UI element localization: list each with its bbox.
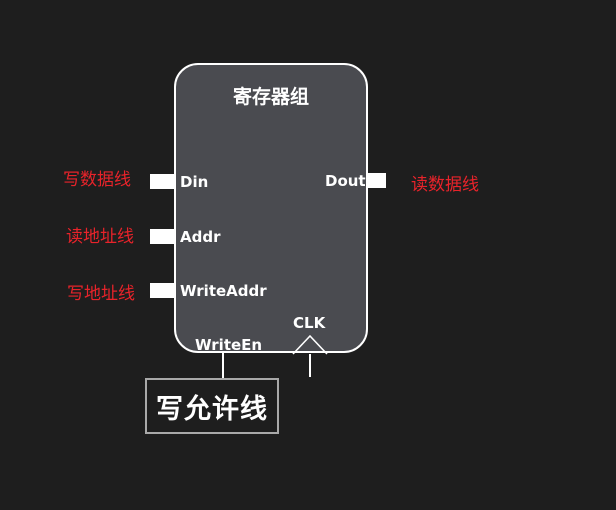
signal-write-addr-line: 写地址线: [67, 284, 135, 304]
signal-read-addr-line: 读地址线: [66, 227, 134, 247]
block-title: 寄存器组: [232, 86, 309, 108]
clock-triangle-icon: [292, 334, 328, 377]
port-write-addr: WriteAddr: [180, 282, 267, 300]
port-write-en: WriteEn: [195, 336, 263, 354]
din-pin: [150, 174, 174, 189]
signal-read-data-line: 读数据线: [411, 175, 479, 195]
signal-write-data-line: 写数据线: [63, 170, 131, 190]
dout-pin: [368, 173, 386, 188]
addr-pin: [150, 229, 174, 244]
write-en-line: [222, 353, 224, 378]
register-file-block: [174, 63, 368, 353]
write-enable-box: 写允许线: [145, 378, 279, 434]
port-dout: Dout: [325, 172, 366, 190]
port-din: Din: [180, 173, 209, 191]
write-enable-label: 写允许线: [156, 393, 268, 425]
port-clk: CLK: [293, 314, 326, 332]
port-addr: Addr: [180, 228, 221, 246]
write-addr-pin: [150, 283, 174, 298]
